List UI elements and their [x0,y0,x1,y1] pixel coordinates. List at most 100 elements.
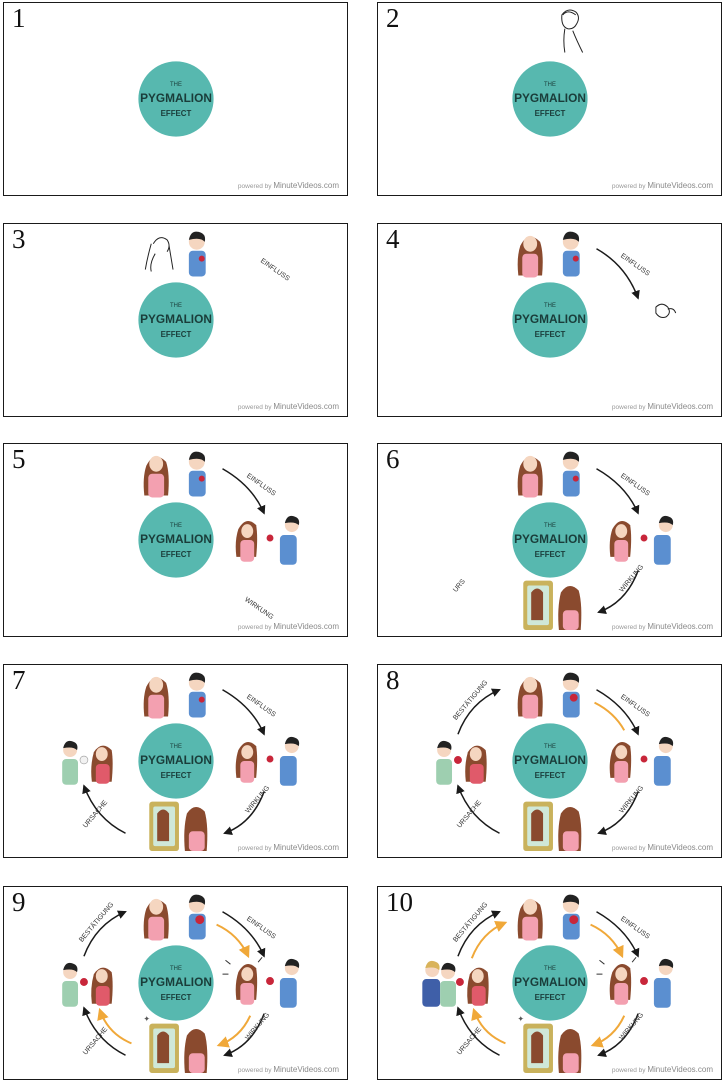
pygmalion-circle: THE PYGMALION EFFECT [512,282,588,358]
panel-10: THE PYGMALION EFFECT EINFLUSS [377,886,722,1080]
arrow-cause [82,784,126,834]
pygmalion-circle: THE PYGMALION EFFECT [138,723,214,799]
svg-text:THE: THE [170,303,182,309]
couple-rose-figure [235,736,300,786]
panel-9: THE PYGMALION EFFECT EINFLUSS [3,886,348,1080]
svg-text:THE: THE [544,744,556,750]
svg-text:PYGMALION: PYGMALION [514,312,586,326]
panel-7-canvas: THE PYGMALION EFFECT EINFLUSS WIRKUNG [62,672,300,852]
svg-text:EFFECT: EFFECT [535,550,566,559]
svg-text:PYGMALION: PYGMALION [140,975,212,989]
label-cause: URSACHE [456,799,483,830]
pygmalion-circle: THE PYGMALION EFFECT [512,502,588,578]
svg-text:EFFECT: EFFECT [161,993,192,1002]
svg-text:✦: ✦ [143,1015,150,1024]
man-figure [562,451,580,497]
woman-figure [143,455,169,498]
panel-1: THE PYGMALION EFFECT 1 powered by Minute… [3,2,348,196]
panel-3-canvas: THE PYGMALION EFFECT EINFLUSS [138,231,291,358]
panel-number: 8 [386,665,400,695]
couple-rose-figure [609,515,674,565]
panel-4-canvas: THE PYGMALION EFFECT EINFLUSS [512,231,677,358]
label-cause: URSACHE [82,799,109,830]
svg-text:EFFECT: EFFECT [535,771,566,780]
pygmalion-circle: THE PYGMALION EFFECT [138,945,214,1021]
svg-text:PYGMALION: PYGMALION [140,532,212,546]
label-influence: EINFLUSS [245,916,277,941]
label-effect: WIRKUNG [244,785,271,815]
panel-9-canvas: THE PYGMALION EFFECT EINFLUSS [62,894,300,1074]
label-cause-partial: URS [452,578,467,594]
arrow-confirmation [83,910,127,957]
label-influence: EINFLUSS [619,253,651,278]
label-effect: WIRKUNG [244,1012,271,1042]
man-figure [188,451,206,497]
svg-text:PYGMALION: PYGMALION [140,312,212,326]
pygmalion-circle: THE PYGMALION EFFECT [512,945,588,1021]
svg-text:PYGMALION: PYGMALION [140,91,212,105]
couple-flowers-figure [62,962,113,1007]
couple-rose-figure [235,515,300,565]
svg-text:PYGMALION: PYGMALION [140,753,212,767]
svg-text:EFFECT: EFFECT [161,109,192,118]
panel-5-canvas: THE PYGMALION EFFECT EINFLUSS WIRKUNG [138,451,300,621]
panel-number: 3 [12,224,26,254]
svg-text:THE: THE [544,303,556,309]
svg-text:EFFECT: EFFECT [535,330,566,339]
arrow-influence [222,911,266,958]
couple-rose-figure [222,956,300,1008]
pygmalion-circle: THE PYGMALION EFFECT [512,723,588,799]
arrow-effect-highlight [216,1015,252,1048]
arrow-effect [597,791,639,835]
label-influence: EINFLUSS [259,258,291,283]
arrow-cause [456,784,500,834]
credit: powered by MinuteVideos.com [237,843,339,852]
arrow-influence-highlight [216,923,250,959]
arrow-influence [596,248,640,300]
svg-text:PYGMALION: PYGMALION [514,753,586,767]
couple-flowers-figure [436,740,487,785]
panel-1-canvas: THE PYGMALION EFFECT [138,61,214,137]
arrow-effect [597,1013,639,1057]
label-influence: EINFLUSS [619,694,651,719]
man-figure [188,231,206,277]
panel-3: THE PYGMALION EFFECT EINFLUSS 3 powered … [3,223,348,417]
label-influence: EINFLUSS [245,694,277,719]
panel-number: 9 [12,887,26,917]
credit: powered by MinuteVideos.com [611,622,713,631]
svg-text:THE: THE [170,523,182,529]
couple-rose-figure [596,956,674,1008]
arrow-influence [596,468,640,515]
label-effect: WIRKUNG [618,1012,645,1042]
svg-text:THE: THE [170,744,182,750]
mirror-figure [523,580,582,631]
svg-text:THE: THE [170,966,182,972]
svg-text:EFFECT: EFFECT [161,330,192,339]
woman-figure [517,235,543,278]
panel-5: THE PYGMALION EFFECT EINFLUSS WIRKUNG [3,443,348,637]
label-confirmation: BESTÄTIGUNG [77,901,115,944]
hand-sketch-icon [655,303,677,319]
mirror-figure: ✦ [143,1015,208,1074]
man-figure [562,894,580,940]
panel-number: 2 [386,3,400,33]
arrow-effect [223,1013,265,1057]
arrow-cause [456,1006,500,1056]
arrow-effect [223,791,265,835]
svg-text:PYGMALION: PYGMALION [514,975,586,989]
arrow-influence-highlight [590,923,624,959]
credit: powered by MinuteVideos.com [611,843,713,852]
woman-figure [517,676,543,719]
panel-number: 4 [386,224,400,254]
credit: powered by MinuteVideos.com [237,402,339,411]
panel-8: THE PYGMALION EFFECT EINFLUSS WI [377,664,722,858]
credit: powered by MinuteVideos.com [611,1065,713,1074]
svg-text:PYGMALION: PYGMALION [514,91,586,105]
panel-10-canvas: THE PYGMALION EFFECT EINFLUSS [422,894,674,1074]
arrow-influence [596,911,640,958]
arrow-effect-highlight [590,1015,626,1048]
panel-number: 6 [386,444,400,474]
label-influence: EINFLUSS [619,473,651,498]
woman-sketch-figure [144,237,174,272]
pygmalion-circle: THE PYGMALION EFFECT [512,61,588,137]
